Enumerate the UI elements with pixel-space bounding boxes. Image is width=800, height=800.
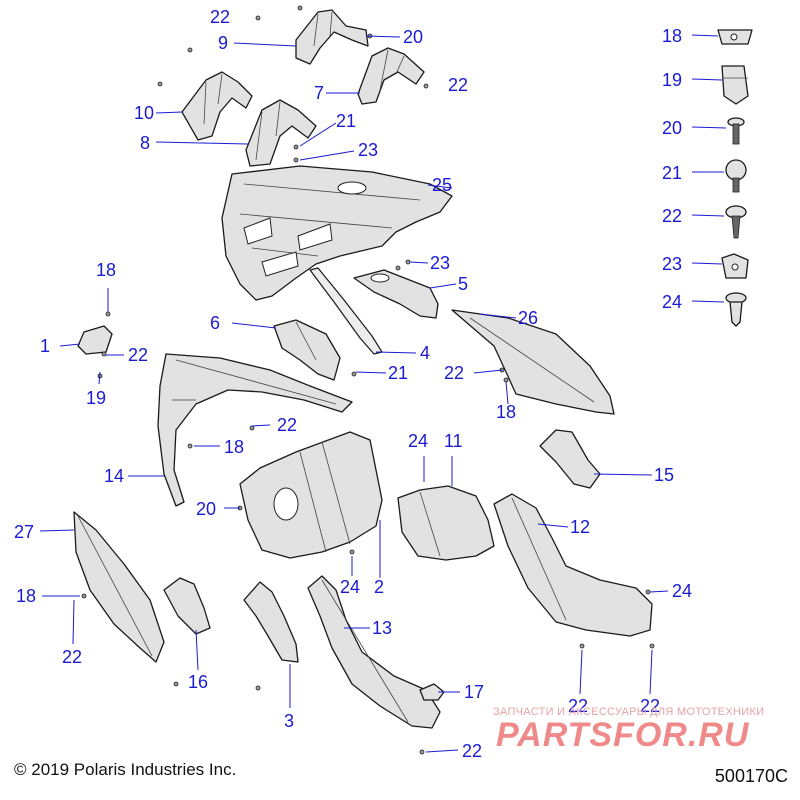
callout-23: 23 <box>358 140 378 160</box>
part-26-side-panel <box>451 309 615 415</box>
legend-label-21: 21 <box>662 163 682 183</box>
legend-label-18: 18 <box>662 26 682 46</box>
copyright-notice: © 2019 Polaris Industries Inc. <box>14 760 237 779</box>
callout-16: 16 <box>188 672 208 692</box>
callout-14: 14 <box>104 466 124 486</box>
callout-4: 4 <box>420 343 430 363</box>
callout-18: 18 <box>224 437 244 457</box>
legend-label-24: 24 <box>662 292 682 312</box>
legend-label-22: 22 <box>662 206 682 226</box>
part-6-bracket <box>273 319 341 381</box>
callout-22: 22 <box>277 415 297 435</box>
callout-26: 26 <box>518 308 538 328</box>
part-25-front-cab-panel <box>221 165 453 301</box>
small-fasteners <box>81 5 655 755</box>
part-14-dash-panel <box>157 353 353 507</box>
callout-25: 25 <box>432 175 452 195</box>
callout-1: 1 <box>40 336 50 356</box>
legend-screw-21 <box>725 159 747 193</box>
watermark-brand: PARTSFOR.RU <box>496 716 750 754</box>
callout-22: 22 <box>640 696 660 716</box>
part-13-trim <box>307 575 441 729</box>
callout-22: 22 <box>444 363 464 383</box>
part-15-cover <box>539 429 601 489</box>
callout-10: 10 <box>134 103 154 123</box>
diagram-code: 500170C <box>714 766 788 786</box>
part-9-duct <box>295 9 369 65</box>
callout-22: 22 <box>462 741 482 761</box>
part-7-duct <box>357 47 425 105</box>
callout-5: 5 <box>458 274 468 294</box>
legend-clip-19 <box>721 65 749 105</box>
callout-8: 8 <box>140 133 150 153</box>
callout-18: 18 <box>16 586 36 606</box>
legend-screw-22 <box>725 205 747 239</box>
callout-2: 2 <box>374 577 384 597</box>
callout-22: 22 <box>62 647 82 667</box>
callout-21: 21 <box>336 111 356 131</box>
callout-labels: 22 9 20 7 22 10 21 8 23 25 23 18 5 6 26 … <box>14 7 692 761</box>
legend-label-23: 23 <box>662 254 682 274</box>
legend-rivet-24 <box>725 292 747 327</box>
callout-22: 22 <box>568 696 588 716</box>
callout-11: 11 <box>444 431 463 451</box>
part-8-duct <box>245 99 317 167</box>
callout-24: 24 <box>672 581 692 601</box>
callout-24: 24 <box>340 577 360 597</box>
legend-screw-20 <box>727 117 745 145</box>
part-12-side-panel <box>493 493 653 637</box>
legend-nut-23 <box>721 253 749 279</box>
callout-9: 9 <box>218 33 228 53</box>
callout-19: 19 <box>86 388 106 408</box>
part-1-clip <box>77 325 113 355</box>
callout-22: 22 <box>210 7 230 27</box>
callout-18: 18 <box>96 260 116 280</box>
legend-clip-18 <box>717 29 753 45</box>
legend-label-19: 19 <box>662 70 682 90</box>
callout-3: 3 <box>284 711 294 731</box>
callout-27: 27 <box>14 522 34 542</box>
callout-23: 23 <box>430 253 450 273</box>
callout-13: 13 <box>372 618 392 638</box>
part-11-bracket <box>397 485 495 561</box>
leader-lines <box>39 34 727 753</box>
part-17-cap <box>419 683 445 701</box>
callout-12: 12 <box>570 517 590 537</box>
part-2-floor-panel <box>239 431 383 559</box>
watermark-caption: ЗАПЧАСТИ И АКСЕССУАРЫ ДЛЯ МОТОТЕХНИКИ <box>493 706 765 718</box>
callout-17: 17 <box>464 682 484 702</box>
callout-20: 20 <box>196 499 216 519</box>
callout-15: 15 <box>654 465 674 485</box>
part-3-trim <box>243 581 299 663</box>
callout-7: 7 <box>314 83 324 103</box>
part-16-cover <box>163 577 211 635</box>
legend-label-20: 20 <box>662 118 682 138</box>
part-27-side-panel <box>73 511 165 663</box>
callout-20: 20 <box>403 27 423 47</box>
callout-18: 18 <box>496 402 516 422</box>
part-10-duct <box>181 71 253 141</box>
callout-6: 6 <box>210 313 220 333</box>
callout-24: 24 <box>408 431 428 451</box>
callout-21: 21 <box>388 363 408 383</box>
part-5-bracket <box>353 269 439 319</box>
callout-22: 22 <box>128 345 148 365</box>
callout-22: 22 <box>448 75 468 95</box>
